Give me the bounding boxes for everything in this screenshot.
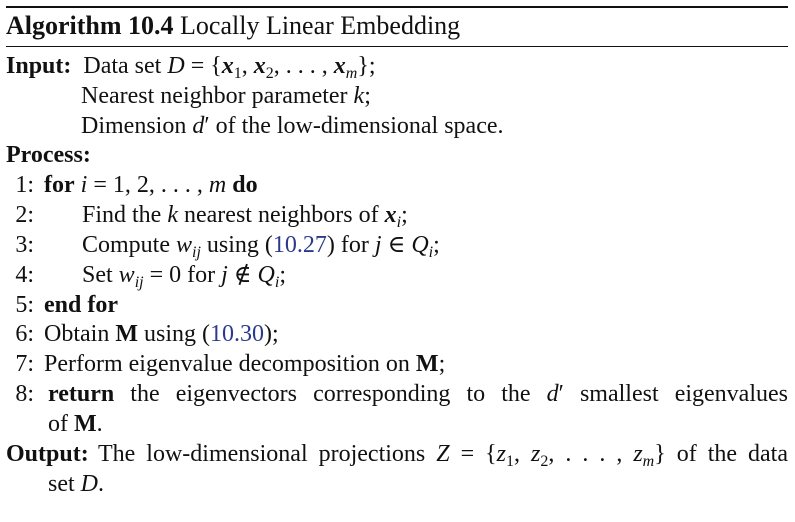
step-2: 2:Find the k nearest neighbors of xi; — [6, 200, 407, 231]
step-number: 3: — [15, 232, 34, 258]
step-3: 3:Compute wij using (10.27) for j ∈ Qi; — [6, 230, 439, 261]
step-number: 4: — [15, 262, 34, 288]
step-8-line-2: of M. — [48, 411, 103, 437]
step-number: 5: — [15, 292, 34, 318]
output-label: Output: — [6, 441, 89, 467]
step-number: 1: — [15, 172, 34, 198]
equation-link-10-30[interactable]: 10.30 — [209, 321, 264, 347]
input-line-3: Dimension d′ of the low-dimensional spac… — [81, 113, 504, 139]
algorithm-title: Algorithm 10.4 Locally Linear Embedding — [6, 9, 460, 43]
top-rule — [6, 6, 788, 8]
step-number: 8: — [15, 381, 34, 407]
step-5: 5:end for — [6, 290, 118, 320]
input-label: Input: — [6, 53, 72, 79]
algorithm-name: Locally Linear Embedding — [180, 11, 461, 40]
step-8-line-1: return the eigenvectors corresponding to… — [48, 381, 788, 407]
title-rule — [6, 46, 788, 47]
step-8-number: 8: — [6, 379, 44, 409]
input-line-1: Input: Data set D = {x1, x2, . . . , xm}… — [6, 53, 376, 82]
equation-link-10-27[interactable]: 10.27 — [272, 232, 327, 258]
process-label: Process: — [6, 142, 91, 168]
step-number: 2: — [15, 202, 34, 228]
step-7: 7:Perform eigenvalue decomposition on M; — [6, 349, 445, 379]
input-line-2: Nearest neighbor parameter k; — [81, 83, 371, 109]
step-1: 1:for i = 1, 2, . . . , m do — [6, 170, 257, 200]
output-line-1: The low-dimensional projections Z = {z1,… — [98, 441, 789, 470]
output-line-2: set D. — [48, 471, 105, 497]
step-number: 7: — [15, 351, 34, 377]
step-number: 6: — [15, 321, 34, 347]
step-6: 6:Obtain M using (10.30); — [6, 319, 278, 349]
algorithm-label: Algorithm 10.4 — [6, 11, 174, 40]
step-4: 4:Set wij = 0 for j ∉ Qi; — [6, 260, 286, 291]
